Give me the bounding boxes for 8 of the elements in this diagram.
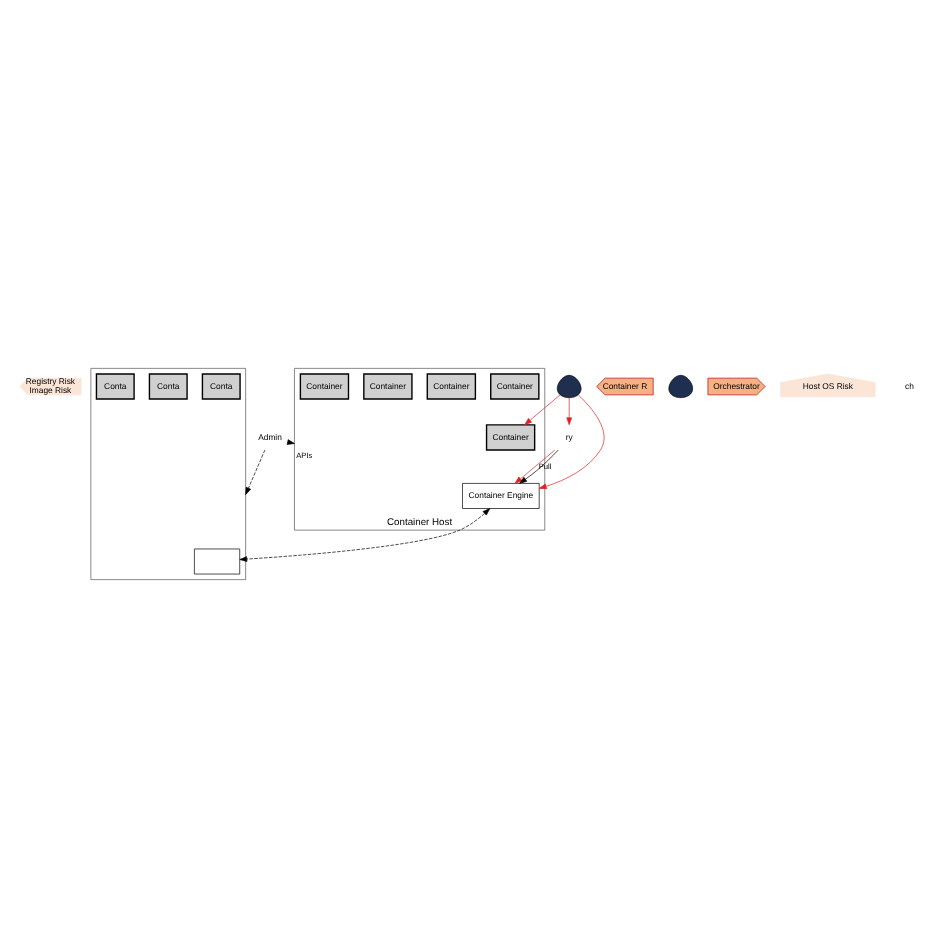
- arrow: [239, 508, 491, 562]
- arrow: [245, 449, 266, 495]
- arrow: [538, 394, 605, 490]
- node-person: [668, 375, 693, 398]
- node-person: [556, 375, 582, 398]
- arrow: [566, 397, 572, 426]
- arrow: [524, 394, 561, 426]
- node-box: [194, 548, 241, 575]
